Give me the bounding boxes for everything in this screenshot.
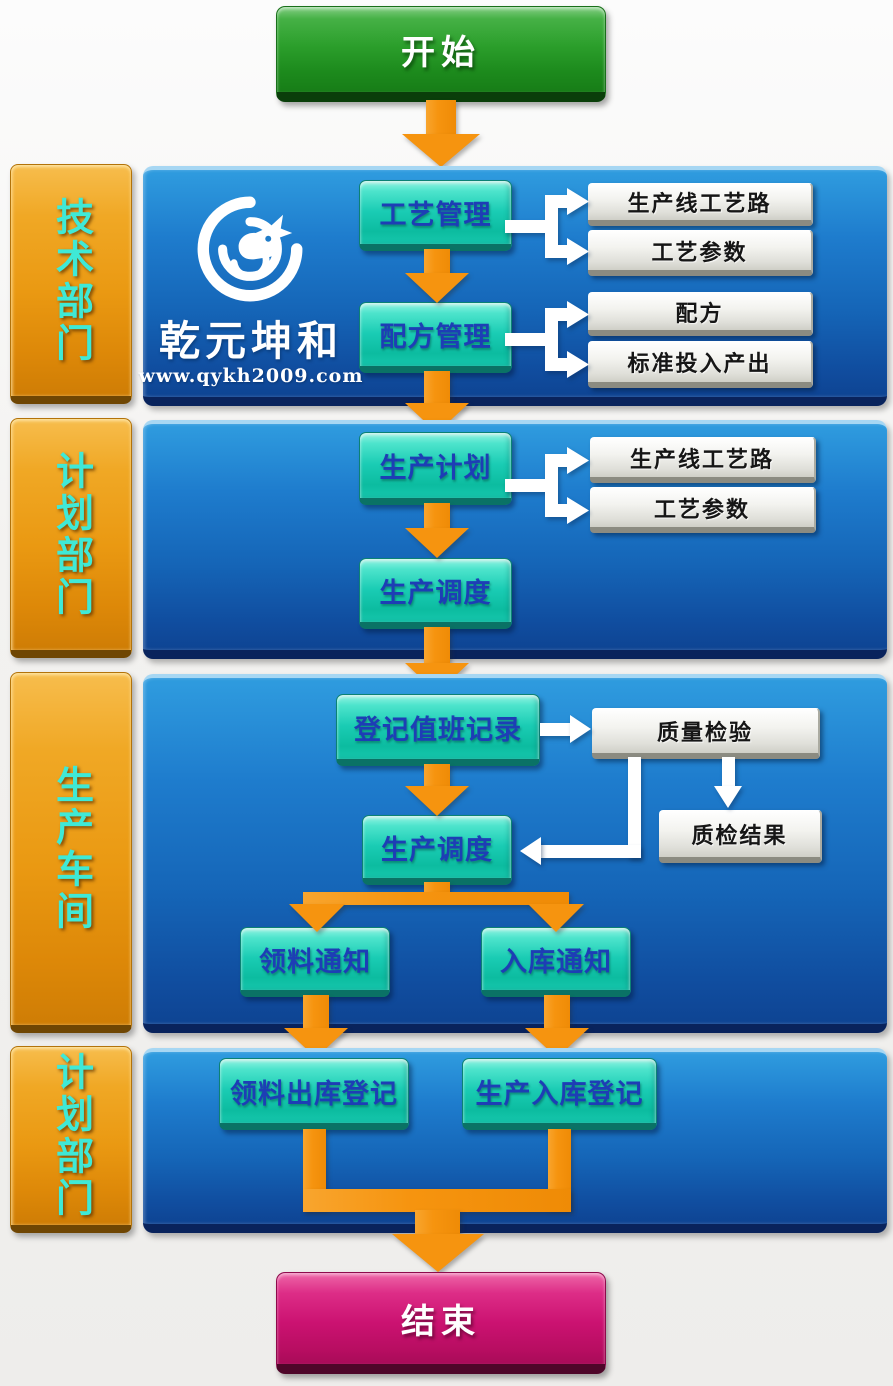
white-fork-connector-1 xyxy=(505,188,589,265)
recipe-management-box: 配方管理 xyxy=(359,302,512,373)
end-node: 结束 xyxy=(276,1272,606,1374)
process-parameters-label-2: 工艺参数 xyxy=(653,496,750,522)
recipe-label: 配方 xyxy=(675,300,724,326)
standard-input-output-label: 标准投入产出 xyxy=(627,351,772,376)
duty-record-box: 登记值班记录 xyxy=(336,694,540,766)
workshop-scheduling-label: 生产调度 xyxy=(381,834,493,865)
warehouse-in-notice-box: 入库通知 xyxy=(481,927,631,997)
process-management-box: 工艺管理 xyxy=(359,180,512,251)
inspection-result-label: 质检结果 xyxy=(691,823,788,848)
arrow-band2-to-band3 xyxy=(424,627,450,665)
end-label: 结束 xyxy=(401,1303,481,1341)
warehouse-in-notice-label: 入库通知 xyxy=(500,946,612,977)
lane-label-text: 生产车间 xyxy=(49,765,92,933)
material-outbound-register-label: 领料出库登记 xyxy=(230,1078,398,1109)
start-label: 开始 xyxy=(401,34,481,72)
split-bar xyxy=(303,892,569,905)
split-head-right xyxy=(528,904,584,935)
company-name-text: 乾元坤和 xyxy=(159,317,343,365)
production-line-route-box-2: 生产线工艺路 xyxy=(590,437,816,483)
production-scheduling-box: 生产调度 xyxy=(359,558,512,629)
production-line-route-label-2: 生产线工艺路 xyxy=(629,446,774,472)
arrow-plan-to-scheduling-head xyxy=(405,528,469,561)
dragon-swirl-logo-icon xyxy=(197,196,303,302)
process-parameters-box-2: 工艺参数 xyxy=(590,487,816,533)
lane-label-technical-dept: 技术部门 xyxy=(10,164,132,404)
arrow-requisition-to-band4 xyxy=(303,995,329,1030)
arrow-start-to-band1 xyxy=(426,100,456,136)
merge-head xyxy=(392,1234,484,1275)
quality-inspection-box: 质量检验 xyxy=(592,708,820,759)
material-outbound-register-box: 领料出库登记 xyxy=(219,1058,409,1130)
white-arrow-inspection-to-result-head xyxy=(714,786,742,811)
material-requisition-notice-label: 领料通知 xyxy=(259,946,371,977)
arrow-process-to-recipe xyxy=(424,249,450,275)
start-node: 开始 xyxy=(276,6,606,102)
lane-label-text: 技术部门 xyxy=(49,196,92,365)
workshop-scheduling-box: 生产调度 xyxy=(362,815,512,885)
arrow-duty-to-scheduling xyxy=(424,764,450,788)
white-arrow-duty-to-inspection-bar xyxy=(540,723,572,736)
arrow-warehouse-to-band4 xyxy=(544,995,570,1030)
arrow-start-to-band1-head xyxy=(402,134,480,170)
white-arrow-inspection-to-result-bar xyxy=(722,757,735,787)
production-line-route-box: 生产线工艺路 xyxy=(588,183,813,226)
quality-inspection-label: 质量检验 xyxy=(656,720,753,745)
merge-hbar xyxy=(303,1189,571,1212)
production-inbound-register-box: 生产入库登记 xyxy=(462,1058,657,1130)
company-website: www.qykh2009.com xyxy=(139,364,363,388)
process-parameters-label: 工艺参数 xyxy=(651,239,748,265)
merge-shaft xyxy=(415,1210,460,1236)
production-line-route-label: 生产线工艺路 xyxy=(627,191,772,216)
arrow-process-to-recipe-head xyxy=(405,273,469,306)
lane-label-planning-dept: 计划部门 xyxy=(10,418,132,658)
arrow-band1-to-band2 xyxy=(424,371,450,405)
production-scheduling-label: 生产调度 xyxy=(379,578,492,608)
recipe-box: 配方 xyxy=(588,292,813,336)
duty-record-label: 登记值班记录 xyxy=(354,714,522,745)
material-requisition-notice-box: 领料通知 xyxy=(240,927,390,997)
lane-label-text: 计划部门 xyxy=(49,450,92,619)
production-plan-box: 生产计划 xyxy=(359,432,512,505)
company-website-text: www.qykh2009.com xyxy=(138,365,364,387)
lane-label-production-workshop: 生产车间 xyxy=(10,672,132,1033)
white-elbow-inspection-to-scheduling-head xyxy=(517,837,541,865)
arrow-duty-to-scheduling-head xyxy=(405,786,469,819)
white-fork-connector-2 xyxy=(505,301,589,378)
production-inbound-register-label: 生产入库登记 xyxy=(475,1078,644,1109)
lane-label-text: 计划部门 xyxy=(49,1052,92,1220)
process-parameters-box: 工艺参数 xyxy=(588,230,813,276)
lane-label-planning-dept-2: 计划部门 xyxy=(10,1046,132,1233)
inspection-result-box: 质检结果 xyxy=(659,810,822,863)
white-elbow-inspection-to-scheduling-hbar xyxy=(539,845,641,858)
split-head-left xyxy=(289,904,345,935)
process-management-label: 工艺管理 xyxy=(379,200,492,230)
white-elbow-inspection-to-scheduling-vbar xyxy=(628,757,641,858)
production-plan-label: 生产计划 xyxy=(379,453,492,483)
white-fork-connector-3 xyxy=(505,447,589,524)
recipe-management-label: 配方管理 xyxy=(379,322,492,352)
arrow-plan-to-scheduling xyxy=(424,503,450,530)
white-arrow-duty-to-inspection-head xyxy=(570,715,594,743)
standard-input-output-box: 标准投入产出 xyxy=(588,341,813,388)
company-name: 乾元坤和 xyxy=(145,314,357,365)
